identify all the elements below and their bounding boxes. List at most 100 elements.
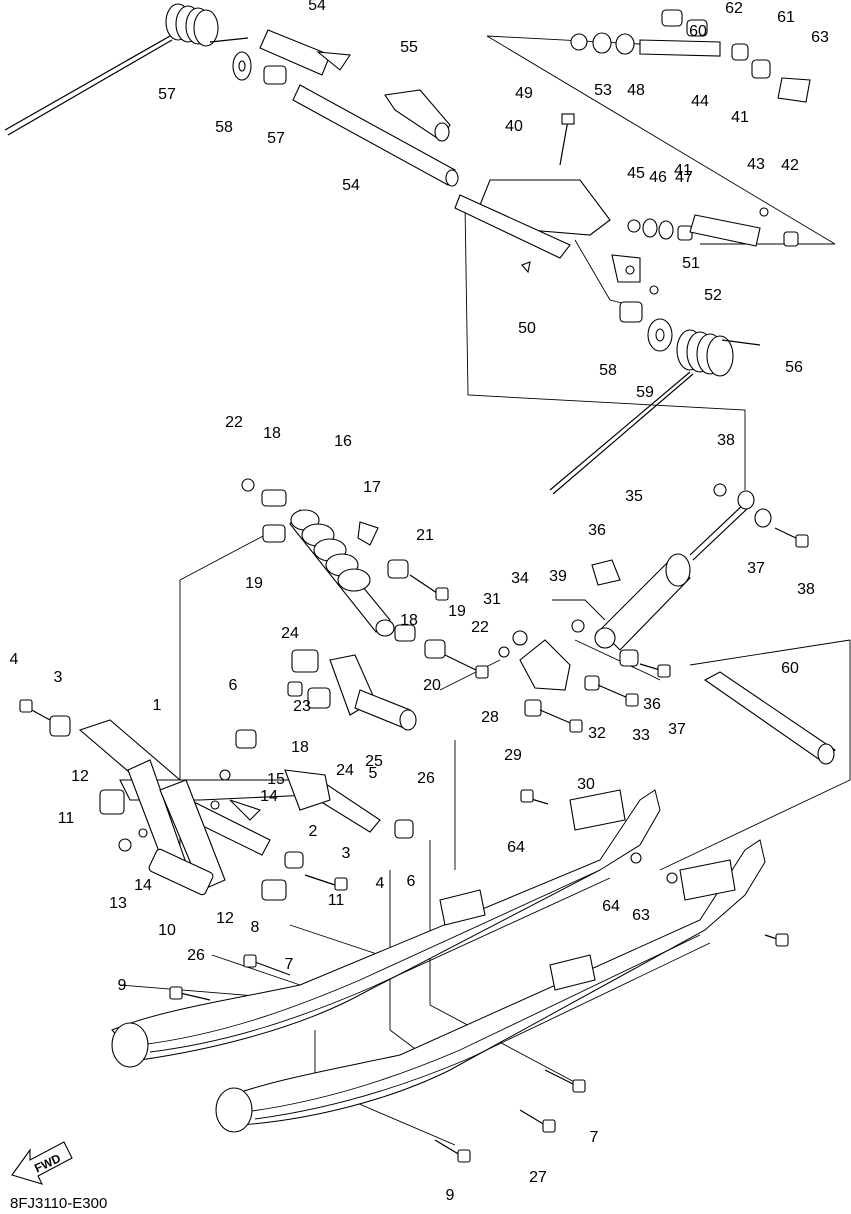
shaft-53 [292, 84, 459, 187]
callout-50: 50 [518, 320, 536, 337]
callout-12: 12 [216, 910, 234, 927]
callout-54: 54 [308, 0, 326, 14]
callout-41: 41 [674, 162, 692, 179]
washer-58a [232, 51, 252, 81]
callout-23: 23 [293, 698, 311, 715]
plate-50 [521, 254, 659, 295]
callout-26: 26 [417, 770, 435, 787]
callout-32: 32 [588, 725, 606, 742]
callout-26: 26 [187, 947, 205, 964]
callout-11: 11 [58, 810, 75, 827]
callout-18: 18 [400, 612, 418, 629]
callout-45: 45 [627, 165, 645, 182]
callout-37: 37 [747, 560, 765, 577]
callout-7: 7 [285, 956, 294, 973]
callout-6: 6 [229, 677, 238, 694]
callout-6: 6 [407, 873, 416, 890]
callout-5: 5 [369, 765, 378, 782]
callout-16: 16 [334, 433, 352, 450]
callout-35: 35 [625, 488, 643, 505]
torsion-spring-56 [4, 3, 249, 136]
callout-2: 2 [309, 823, 318, 840]
callout-39: 39 [549, 568, 567, 585]
callout-42: 42 [781, 157, 799, 174]
callout-62: 62 [725, 0, 743, 17]
callout-60: 60 [781, 660, 799, 677]
callout-9: 9 [446, 1187, 455, 1204]
callout-24: 24 [281, 625, 299, 642]
callout-57: 57 [267, 130, 285, 147]
callout-47: 47 [675, 169, 693, 186]
callout-numbers: 1233445667789910111112121314141516171818… [10, 0, 829, 1204]
callout-64: 64 [602, 898, 620, 915]
callout-63: 63 [811, 29, 829, 46]
link-27 [498, 630, 639, 733]
callout-34: 34 [511, 570, 529, 587]
torsion-spring-55 [549, 329, 761, 495]
callout-48: 48 [627, 82, 645, 99]
shock-absorber-16 [289, 509, 395, 637]
callout-29: 29 [504, 747, 522, 764]
callout-27: 27 [529, 1169, 547, 1186]
callout-22: 22 [225, 414, 243, 431]
callout-36: 36 [643, 696, 661, 713]
callout-41: 41 [731, 109, 749, 126]
callout-19: 19 [448, 603, 466, 620]
center-link-23 [287, 649, 417, 731]
callout-38: 38 [717, 432, 735, 449]
callout-56: 56 [785, 359, 803, 376]
rear-shock-hardware [571, 483, 809, 678]
shaft-43 [639, 39, 721, 57]
link-40 [677, 207, 799, 247]
callout-30: 30 [577, 776, 595, 793]
callout-4: 4 [10, 651, 19, 668]
slide-rail-right [215, 839, 766, 1133]
callout-19: 19 [245, 575, 263, 592]
shock-hardware-17-22 [241, 478, 489, 679]
slide-rail-left [111, 789, 661, 1068]
callout-60: 60 [689, 23, 707, 40]
callout-3: 3 [342, 845, 351, 862]
callout-14: 14 [260, 788, 278, 805]
callout-59: 59 [636, 384, 654, 401]
callout-28: 28 [481, 709, 499, 726]
callout-3: 3 [54, 669, 63, 686]
bushes-47-52 [570, 32, 635, 55]
callout-1: 1 [153, 697, 162, 714]
callout-14: 14 [134, 877, 152, 894]
bushes-60-61-62 [661, 9, 811, 103]
bush-57b-washer-58b [619, 301, 673, 352]
callout-53: 53 [594, 82, 612, 99]
callout-11: 11 [328, 892, 345, 909]
callout-18: 18 [291, 739, 309, 756]
callout-52: 52 [704, 287, 722, 304]
callout-44: 44 [691, 93, 709, 110]
callout-9: 9 [118, 977, 127, 994]
callout-12: 12 [71, 768, 89, 785]
callout-10: 10 [158, 922, 176, 939]
callout-36: 36 [588, 522, 606, 539]
bush-57a [263, 65, 287, 85]
callout-7: 7 [590, 1129, 599, 1146]
callout-4: 4 [376, 875, 385, 892]
shock-absorber-34 [591, 502, 749, 651]
callout-63: 63 [632, 907, 650, 924]
shaft-59 [703, 671, 836, 765]
callout-15: 15 [267, 771, 285, 788]
callout-20: 20 [423, 677, 441, 694]
fwd-arrow-icon: FWD [11, 1141, 73, 1185]
callout-46: 46 [649, 169, 667, 186]
callout-38: 38 [797, 581, 815, 598]
drawing-code: 8FJ3110-E300 [10, 1195, 107, 1212]
collar-54b [384, 89, 451, 142]
callout-49: 49 [515, 85, 533, 102]
callout-54: 54 [342, 177, 360, 194]
rail-bolts [169, 789, 789, 1163]
callout-31: 31 [483, 591, 501, 608]
callout-8: 8 [251, 919, 260, 936]
bracket-39 [454, 179, 611, 259]
fwd-label: FWD [32, 1151, 63, 1175]
callout-17: 17 [363, 479, 381, 496]
callout-55: 55 [400, 39, 418, 56]
